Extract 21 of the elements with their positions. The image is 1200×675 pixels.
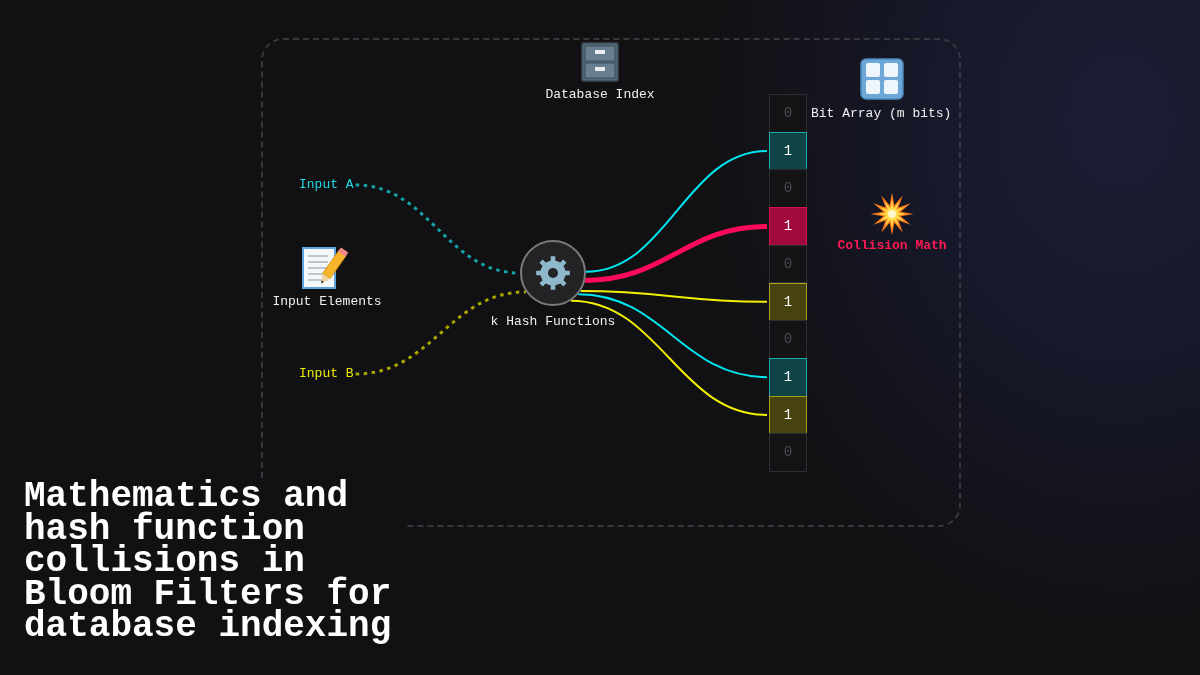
bit-cell: 0 (769, 433, 807, 472)
bit-cell: 1 (769, 282, 807, 322)
connector-line (577, 293, 768, 379)
bit-cell: 1 (769, 395, 807, 435)
input-label: Input B (299, 366, 354, 382)
bit-cell: 1 (769, 357, 807, 397)
bit-cell: 1 (769, 131, 807, 171)
node-label: k Hash Functions (490, 314, 616, 330)
bit-cell: 0 (769, 244, 807, 284)
bit-cell: 1 (769, 207, 807, 246)
connector-line (585, 150, 768, 273)
icon-caption: Database Index (545, 87, 655, 103)
connector-line (570, 299, 768, 416)
input-label: Input A (299, 177, 354, 193)
array-heading: Bit Array (m bits) (811, 106, 952, 122)
connector-line (579, 290, 768, 303)
highlighted-line (585, 223, 768, 283)
dotted-line (355, 290, 527, 376)
icon-caption: Collision Math (837, 238, 947, 254)
icon-caption: Input Elements (272, 294, 382, 310)
title: Mathematics and hash function collisions in Bloom Filters for database indexing (24, 481, 406, 644)
